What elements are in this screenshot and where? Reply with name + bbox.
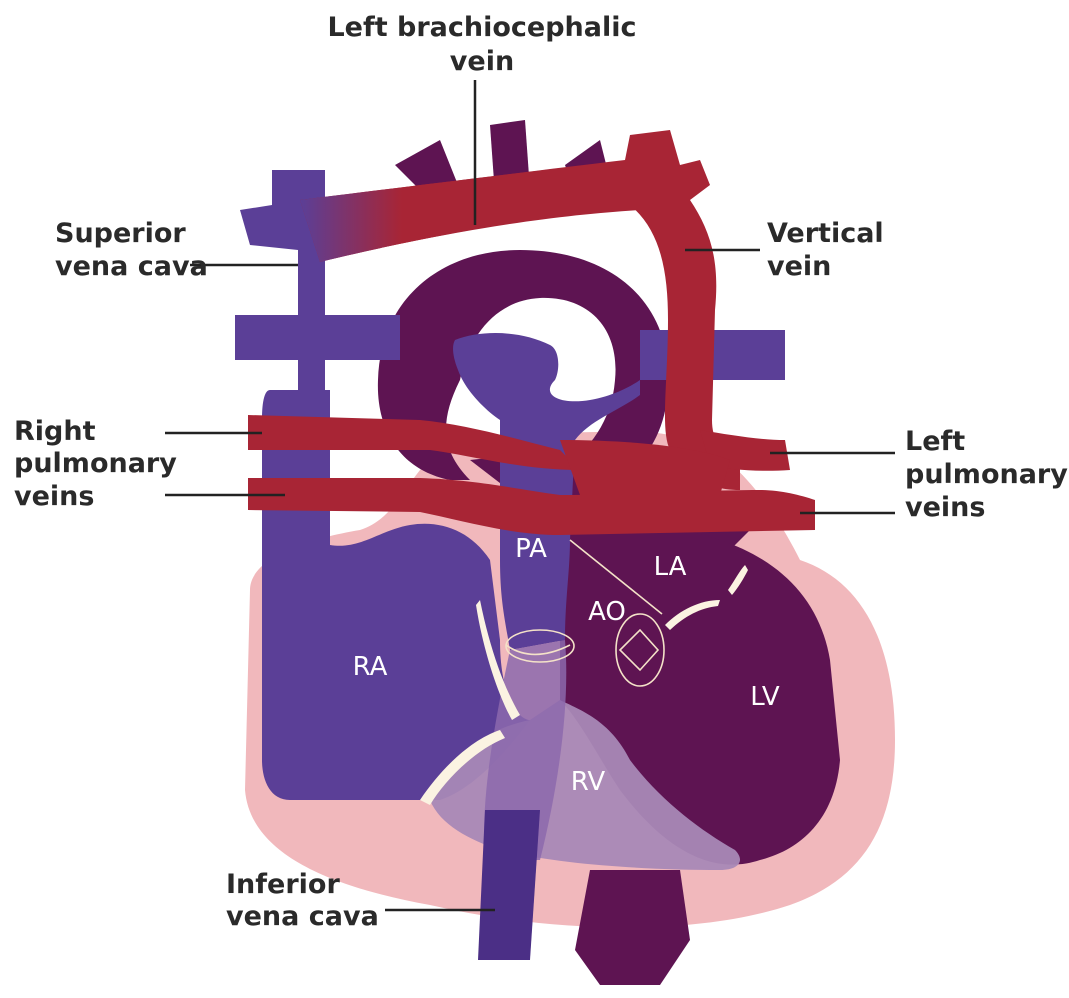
svg-text:vein: vein xyxy=(450,46,514,77)
label-superior-vena-cava: Superior vena cava xyxy=(55,218,208,282)
svg-text:Left: Left xyxy=(905,426,965,457)
svg-text:pulmonary: pulmonary xyxy=(14,448,177,479)
svg-text:Left brachiocephalic: Left brachiocephalic xyxy=(327,12,636,43)
svg-text:vena cava: vena cava xyxy=(55,251,208,282)
svg-text:Right: Right xyxy=(14,416,96,447)
chamber-label-ra: RA xyxy=(353,652,388,682)
label-left-brachiocephalic-vein: Left brachiocephalic vein xyxy=(327,12,636,77)
chamber-label-la: LA xyxy=(654,552,687,582)
chamber-label-rv: RV xyxy=(571,767,606,797)
svg-text:Vertical: Vertical xyxy=(767,218,884,249)
svg-text:veins: veins xyxy=(905,492,985,523)
svg-text:Inferior: Inferior xyxy=(226,869,340,900)
svg-text:vena cava: vena cava xyxy=(226,901,379,932)
chamber-label-pa: PA xyxy=(515,534,547,564)
inferior-vena-cava xyxy=(478,810,540,960)
label-vertical-vein: Vertical vein xyxy=(767,218,884,282)
label-left-pulmonary-veins: Left pulmonary veins xyxy=(905,426,1068,523)
chamber-label-ao: AO xyxy=(588,597,626,627)
svg-text:vein: vein xyxy=(767,251,831,282)
svg-text:pulmonary: pulmonary xyxy=(905,459,1068,490)
label-right-pulmonary-veins: Right pulmonary veins xyxy=(14,416,177,512)
left-brachiocephalic-vein xyxy=(300,160,640,262)
chamber-label-lv: LV xyxy=(750,682,780,712)
svg-text:veins: veins xyxy=(14,481,94,512)
svg-text:Superior: Superior xyxy=(55,218,186,249)
